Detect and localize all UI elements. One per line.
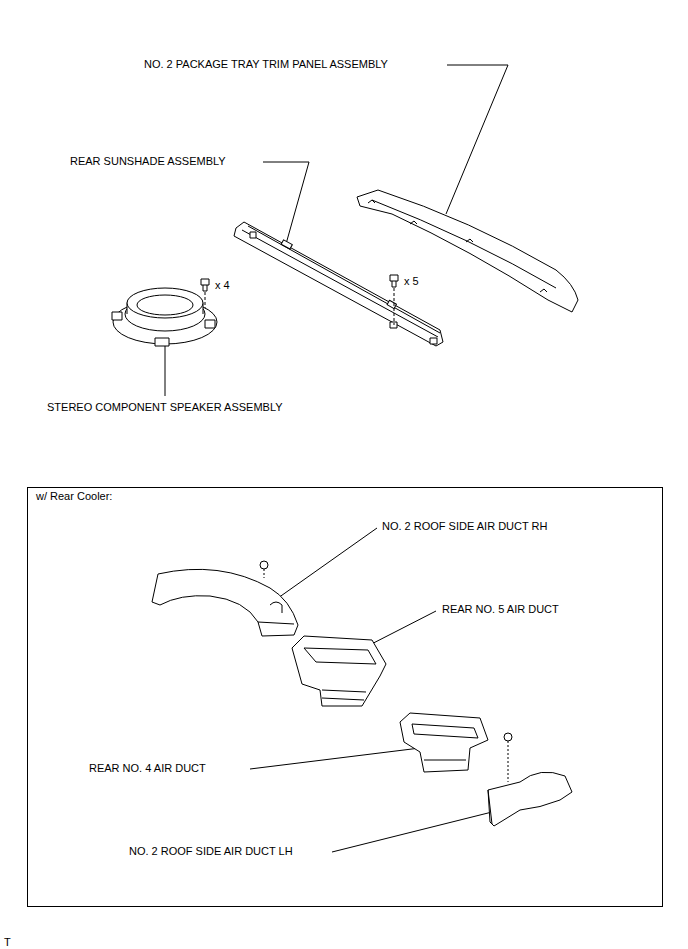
quantity-note: x 5 xyxy=(403,275,420,288)
bolt-symbol xyxy=(201,275,398,325)
option-frame: w/ Rear Cooler: xyxy=(27,487,663,907)
part-name: NO. 2 PACKAGE TRAY TRIM PANEL ASSEMBLY xyxy=(143,58,389,71)
leader-lines xyxy=(165,65,508,852)
part-name: NO. 2 ROOF SIDE AIR DUCT LH xyxy=(128,845,294,858)
part-name: NO. 2 ROOF SIDE AIR DUCT RH xyxy=(381,520,548,533)
part-name: STEREO COMPONENT SPEAKER ASSEMBLY xyxy=(46,401,284,414)
part-name: REAR SUNSHADE ASSEMBLY xyxy=(69,155,227,168)
quantity-note: x 4 xyxy=(214,279,231,292)
air-duct-no5 xyxy=(292,636,386,706)
part-name: REAR NO. 4 AIR DUCT xyxy=(88,762,207,775)
figure-code: T xyxy=(3,936,12,949)
speaker-illustration xyxy=(112,288,217,346)
rear-sunshade xyxy=(234,222,443,346)
package-tray-panel xyxy=(357,190,578,312)
air-duct-no4 xyxy=(400,713,488,772)
option-heading: w/ Rear Cooler: xyxy=(28,488,120,505)
air-duct-lh xyxy=(488,733,572,826)
part-name: REAR NO. 5 AIR DUCT xyxy=(441,603,560,616)
air-duct-rh xyxy=(152,561,298,636)
